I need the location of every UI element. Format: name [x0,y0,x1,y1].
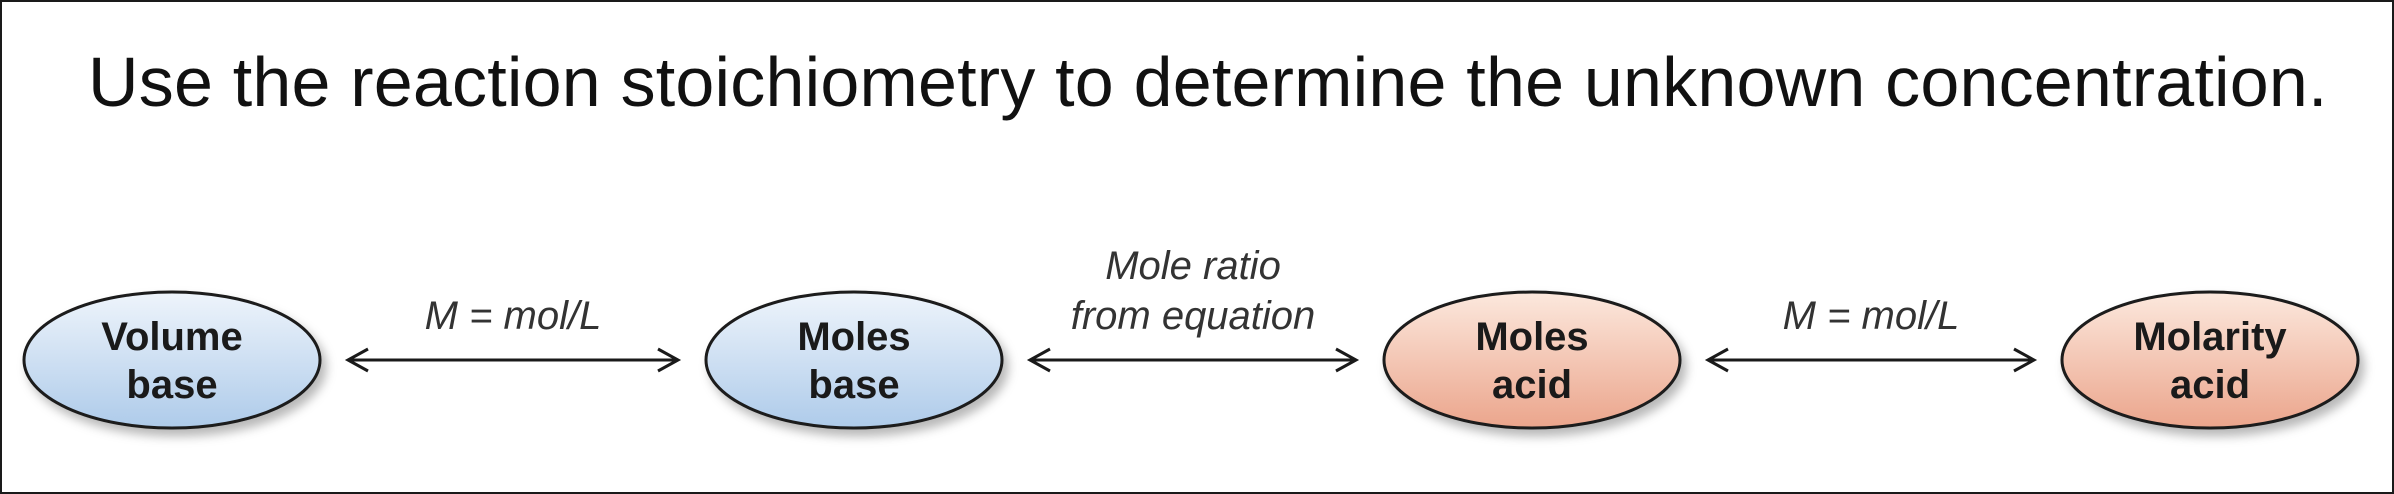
node-label-line: base [126,363,217,407]
node-label-line: Molarity [2133,315,2287,359]
edge-moles-base-to-moles-acid: Mole ratio from equation [1026,244,1360,373]
node-label-line: Moles [1475,315,1588,359]
node-ellipse [704,290,1004,430]
node-label-line: base [808,363,899,407]
arrowhead-left [344,347,369,373]
arrowhead-right [657,347,682,373]
node-ellipse [1382,290,1682,430]
edge-volume-base-to-moles-base: M = mol/L [344,294,682,373]
node-ellipse [22,290,322,430]
edge-label-line: Mole ratio [1105,244,1281,288]
node-ellipse [2060,290,2360,430]
arrowhead-left [1704,347,1729,373]
edge-label-line: M = mol/L [425,294,602,338]
arrowhead-right [1335,347,1360,373]
node-label-line: acid [2170,363,2250,407]
node-label-line: acid [1492,363,1572,407]
edge-label-line: M = mol/L [1783,294,1960,338]
page-title: Use the reaction stoichiometry to determ… [88,43,2328,121]
edge-moles-acid-to-molarity-acid: M = mol/L [1704,294,2038,373]
node-label-line: Moles [797,315,910,359]
node-label-line: Volume [101,315,243,359]
arrowhead-left [1026,347,1051,373]
arrowhead-right [2013,347,2038,373]
edge-label-line: from equation [1071,294,1316,338]
